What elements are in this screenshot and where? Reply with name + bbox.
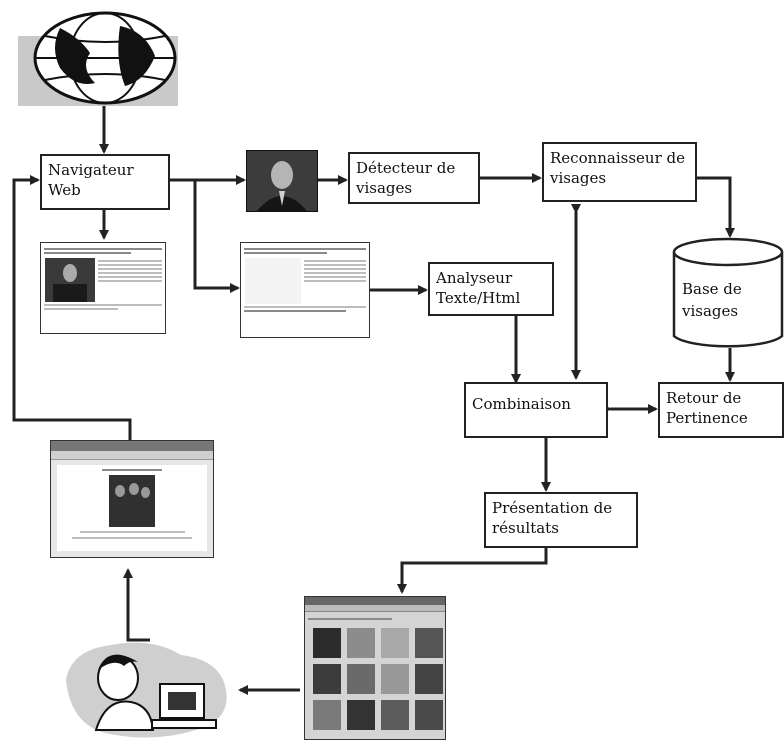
browser-window-thumbnail [50,440,214,558]
results-window-thumbnail [304,596,446,740]
recognizer-label-line1: Reconnaisseur de [550,149,686,167]
arrow-browser-to-navigator [12,175,132,440]
presentation-label-line2: résultats [492,519,559,537]
face-database-cylinder: Base de visages [670,236,784,352]
user-at-computer-icon [56,640,236,740]
detector-label-line2: visages [356,179,413,197]
face-photo-icon [246,150,318,212]
arrow-user-to-browser [123,568,150,642]
globe-icon [10,8,180,108]
relevance-feedback-box: Retour de Pertinence [658,382,784,438]
navigator-web-box: Navigateur Web [40,154,170,210]
results-presentation-box: Présentation de résultats [484,492,638,548]
detector-label-line1: Détecteur de [356,159,456,177]
face-recognizer-box: Reconnaisseur de visages [542,142,697,202]
combination-label: Combinaison [472,395,571,413]
feedback-label-line2: Pertinence [666,409,748,427]
feedback-label-line1: Retour de [666,389,742,407]
arrow-navigator-to-htmlpage [193,180,240,293]
recognizer-label-line2: visages [550,169,607,187]
database-label-line1: Base de [682,280,742,298]
analyser-label-line2: Texte/Html [436,289,521,307]
combination-box: Combinaison [464,382,608,438]
face-detector-box: Détecteur de visages [348,152,480,204]
html-page-thumbnail [240,242,370,338]
navigator-label-line2: Web [48,181,81,199]
database-label-line2: visages [682,302,739,320]
analyser-label-line1: Analyseur [436,269,513,287]
arrow-presentation-to-results [397,548,548,594]
web-page-thumbnail [40,242,166,334]
navigator-label-line1: Navigateur [48,161,134,179]
text-html-analyser-box: Analyseur Texte/Html [428,262,554,316]
arrow-recognizer-to-base [697,176,735,238]
presentation-label-line1: Présentation de [492,499,613,517]
